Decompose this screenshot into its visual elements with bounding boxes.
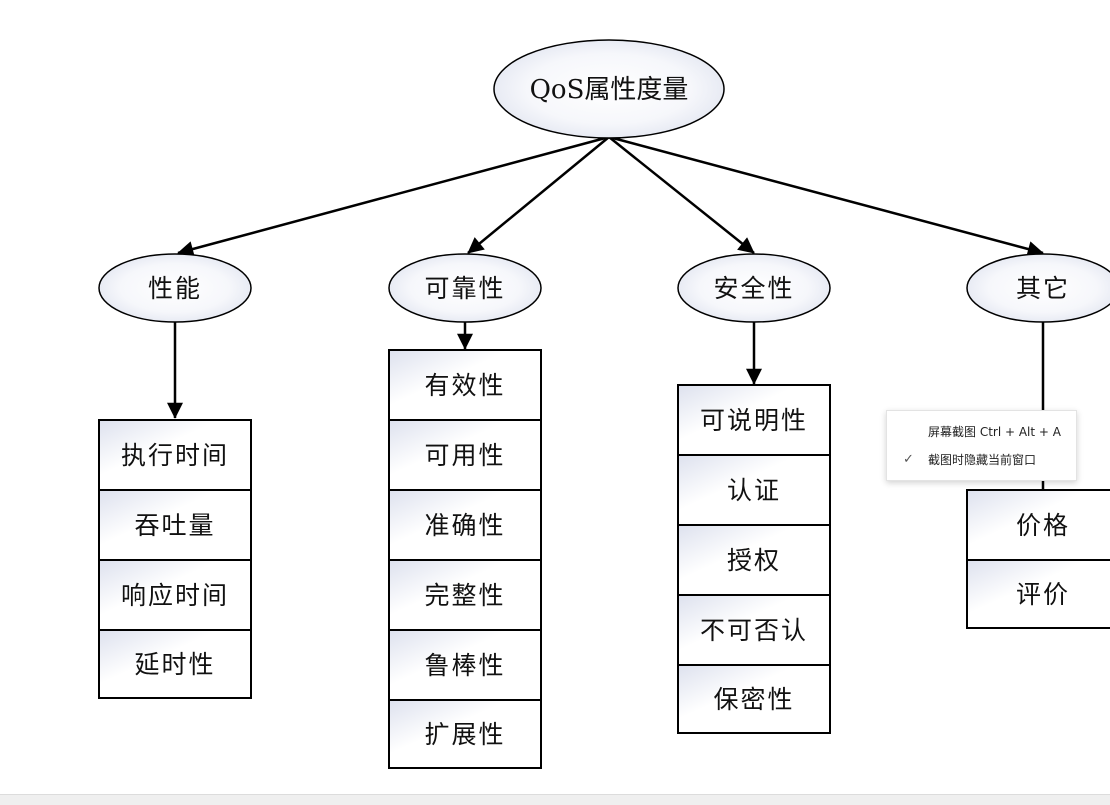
screenshot-context-menu: 屏幕截图 Ctrl + Alt + A ✓ 截图时隐藏当前窗口	[886, 410, 1077, 481]
security-item: 保密性	[677, 664, 831, 734]
other-item-label: 价格	[1016, 511, 1070, 540]
performance-item: 吞吐量	[98, 489, 252, 561]
menu-item-hide-window[interactable]: ✓ 截图时隐藏当前窗口	[887, 446, 1076, 474]
performance-item-label: 响应时间	[121, 581, 229, 610]
category-node-performance: 性能	[98, 253, 252, 323]
other-item: 价格	[966, 489, 1110, 561]
performance-item-label: 延时性	[134, 650, 215, 679]
security-item-label: 不可否认	[700, 616, 808, 645]
security-item-label: 认证	[727, 476, 781, 505]
reliability-item-label: 鲁棒性	[424, 651, 505, 680]
security-item: 可说明性	[677, 384, 831, 456]
category-label-other: 其它	[1016, 274, 1070, 303]
category-label-reliability: 可靠性	[424, 274, 505, 303]
root-node: QoS属性度量	[493, 39, 725, 139]
performance-item: 响应时间	[98, 559, 252, 631]
security-item-label: 授权	[727, 546, 781, 575]
performance-item-label: 吞吐量	[134, 511, 215, 540]
reliability-item: 完整性	[388, 559, 542, 631]
root-label: QoS属性度量	[530, 75, 689, 105]
menu-item-hide-window-label: 截图时隐藏当前窗口	[928, 453, 1037, 467]
menu-item-screenshot-label: 屏幕截图 Ctrl + Alt + A	[928, 425, 1061, 439]
reliability-item: 鲁棒性	[388, 629, 542, 701]
security-item-label: 保密性	[713, 685, 794, 714]
bottom-status-bar	[0, 794, 1110, 805]
reliability-item-label: 准确性	[424, 511, 505, 540]
reliability-item: 准确性	[388, 489, 542, 561]
edge-root-security	[608, 136, 755, 254]
performance-item: 延时性	[98, 629, 252, 699]
reliability-item: 可用性	[388, 419, 542, 491]
category-label-security: 安全性	[713, 274, 794, 303]
other-item-label: 评价	[1016, 580, 1070, 609]
edge-root-performance	[177, 135, 610, 257]
performance-item-label: 执行时间	[121, 441, 229, 470]
category-node-security: 安全性	[677, 253, 831, 323]
other-item-stack: 价格 评价	[966, 489, 1110, 629]
security-item: 授权	[677, 524, 831, 596]
menu-item-screenshot[interactable]: 屏幕截图 Ctrl + Alt + A	[887, 418, 1076, 446]
security-item: 不可否认	[677, 594, 831, 666]
reliability-item-label: 有效性	[424, 371, 505, 400]
reliability-item-label: 扩展性	[424, 720, 505, 749]
reliability-item-label: 完整性	[424, 581, 505, 610]
category-label-performance: 性能	[148, 274, 202, 303]
category-node-reliability: 可靠性	[388, 253, 542, 323]
edge-root-reliability	[467, 136, 610, 254]
reliability-item-label: 可用性	[424, 441, 505, 470]
performance-item: 执行时间	[98, 419, 252, 491]
category-node-other: 其它	[966, 253, 1110, 323]
reliability-item-stack: 有效性 可用性 准确性 完整性 鲁棒性 扩展性	[388, 349, 542, 769]
security-item-stack: 可说明性 认证 授权 不可否认 保密性	[677, 384, 831, 734]
reliability-item: 有效性	[388, 349, 542, 421]
check-icon: ✓	[903, 452, 914, 467]
other-item: 评价	[966, 559, 1110, 629]
reliability-item: 扩展性	[388, 699, 542, 769]
security-item: 认证	[677, 454, 831, 526]
edge-root-other	[608, 135, 1044, 257]
performance-item-stack: 执行时间 吞吐量 响应时间 延时性	[98, 419, 252, 699]
security-item-label: 可说明性	[700, 406, 808, 435]
